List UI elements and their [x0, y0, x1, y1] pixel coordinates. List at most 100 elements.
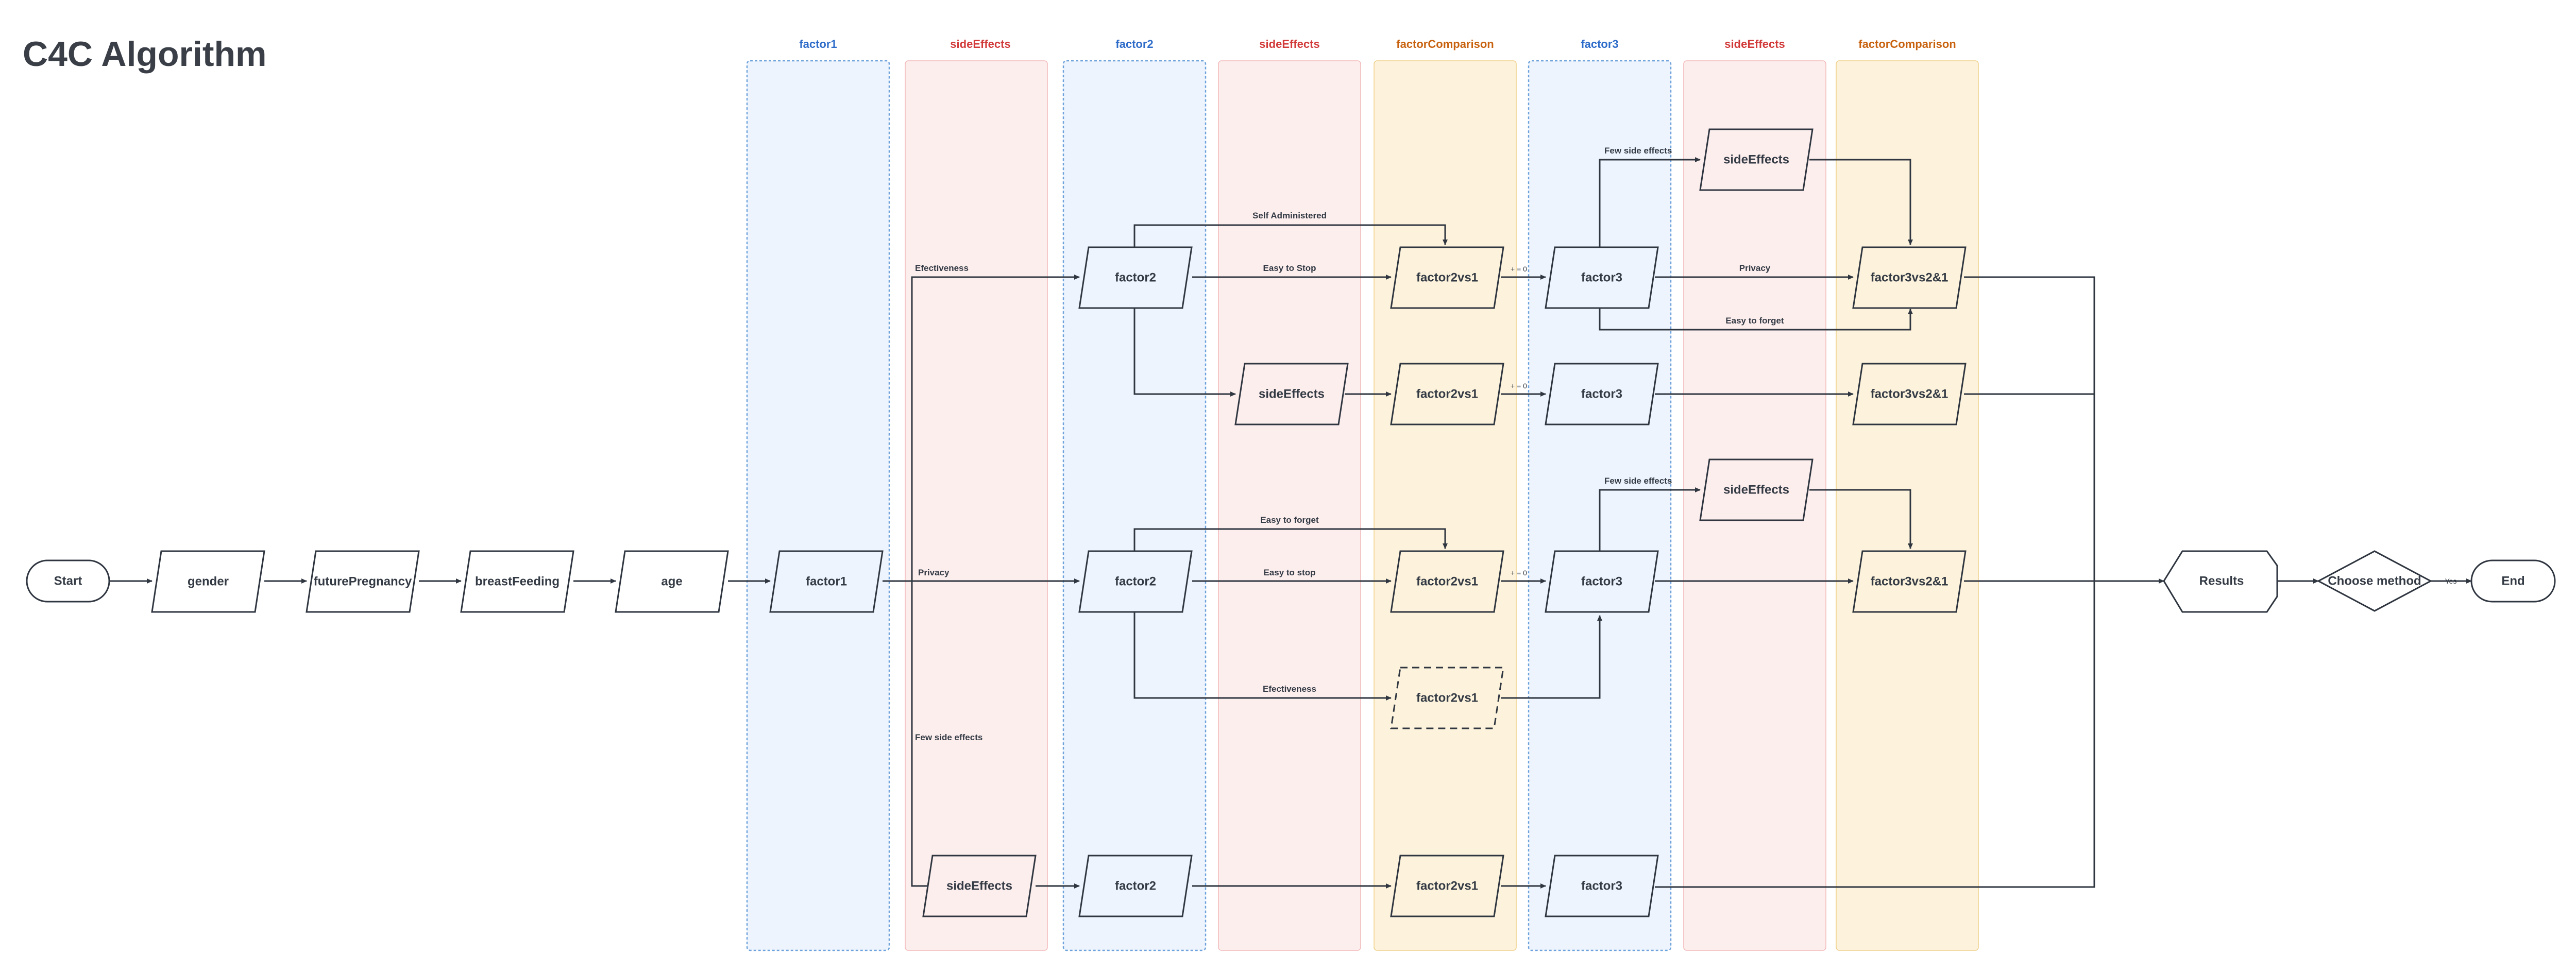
label-self-administered: Self Administered: [1252, 211, 1327, 220]
side-effects-label-d: sideEffects: [946, 879, 1012, 893]
edge-factor2-self-administered: [1133, 224, 1448, 260]
lane-title-factor-comparison-1: factorComparison: [1396, 38, 1494, 50]
factor3-label-d: factor3: [1581, 879, 1622, 893]
factor3vs21-node-a[interactable]: [1852, 246, 1967, 309]
side-effects-label-b: sideEffects: [1259, 387, 1325, 401]
factor3-node-a[interactable]: [1545, 246, 1659, 309]
factor1-node[interactable]: [769, 550, 884, 613]
future-pregnancy-label: futurePregnancy: [314, 575, 412, 589]
factor3-node-c[interactable]: [1545, 550, 1659, 613]
factor2vs1-label-b: factor2vs1: [1416, 387, 1478, 401]
lane-title-side-effects-2: sideEffects: [1259, 38, 1319, 50]
factor2vs1-label-a: factor2vs1: [1416, 271, 1478, 285]
lane-title-side-effects-3: sideEffects: [1724, 38, 1785, 50]
start-label: Start: [54, 574, 82, 588]
gender-node[interactable]: [151, 550, 265, 613]
side-effects-label-a: sideEffects: [1723, 153, 1789, 167]
factor2-node-b[interactable]: [1078, 550, 1193, 613]
edge-factor2-side-effects: [1133, 306, 1236, 397]
factor2-label-a: factor2: [1115, 271, 1156, 285]
factor1-label: factor1: [806, 575, 847, 589]
choose-method-decision[interactable]: [2316, 550, 2433, 612]
lane-title-factor2: factor2: [1115, 38, 1153, 50]
edge-factor2-easy-to-forget: [1133, 528, 1448, 554]
label-plus-equals-c: + = 0: [1511, 569, 1527, 577]
factor3vs21-label-a: factor3vs2&1: [1871, 271, 1948, 285]
future-pregnancy-node[interactable]: [306, 550, 420, 613]
edge-sideeffects-factor3vs21-a: [1809, 159, 1913, 245]
label-few-side-effects-a: Few side effects: [1604, 146, 1672, 156]
factor3-node-d[interactable]: [1545, 855, 1659, 917]
factor2vs1-node-d[interactable]: [1390, 855, 1504, 917]
lane-factor1: [746, 60, 890, 951]
factor3vs21-node-c[interactable]: [1852, 550, 1967, 613]
label-privacy-factor1: Privacy: [918, 568, 950, 577]
factor3-label-c: factor3: [1581, 575, 1622, 589]
factor3-label-b: factor3: [1581, 387, 1622, 401]
edge-factor3-few-side-effects-a: [1599, 157, 1701, 250]
label-easy-to-stop-lower: Easy to stop: [1263, 568, 1315, 577]
side-effects-node-c[interactable]: [1699, 458, 1814, 521]
factor3vs21-node-b[interactable]: [1852, 363, 1967, 425]
factor2-label-c: factor2: [1115, 879, 1156, 893]
side-effects-node-b[interactable]: [1234, 363, 1349, 425]
age-label: age: [661, 575, 682, 589]
label-yes: Yes: [2445, 577, 2457, 585]
edge-factor1-few-side-effects: [911, 581, 933, 889]
label-easy-to-stop-upper: Easy to Stop: [1263, 263, 1316, 273]
side-effects-node-d[interactable]: [922, 855, 1037, 917]
lane-factor2: [1062, 60, 1207, 951]
factor2vs1-node-c[interactable]: [1390, 550, 1504, 613]
edge-sideeffects-factor3vs21-c: [1809, 489, 1913, 549]
label-privacy-factor3: Privacy: [1739, 263, 1771, 273]
label-easy-to-forget-factor2: Easy to forget: [1260, 515, 1319, 525]
factor2-node-a[interactable]: [1078, 246, 1193, 309]
edge-factor2vs1-dashed-factor3: [1501, 615, 1602, 699]
label-easy-to-forget-factor3: Easy to forget: [1725, 316, 1784, 326]
lane-side-effects-2: [1218, 60, 1361, 951]
edge-factor1-effectiveness: [911, 275, 1080, 581]
factor3vs21-label-c: factor3vs2&1: [1871, 575, 1948, 589]
edge-merge-d: [1655, 581, 2095, 888]
label-effectiveness-upper: Efectiveness: [915, 263, 969, 273]
edge-merge-a: [1964, 276, 2095, 581]
lane-factor-comparison-2: [1836, 60, 1979, 951]
results-node[interactable]: [2163, 550, 2278, 613]
lane-side-effects-1: [905, 60, 1048, 951]
breast-feeding-node[interactable]: [460, 550, 574, 613]
lane-title-factor1: factor1: [799, 38, 837, 50]
label-effectiveness-lower: Efectiveness: [1263, 684, 1316, 694]
lane-title-factor-comparison-2: factorComparison: [1858, 38, 1956, 50]
factor3-label-a: factor3: [1581, 271, 1622, 285]
label-plus-equals-a: + = 0: [1511, 265, 1527, 273]
factor2vs1-label-d: factor2vs1: [1416, 879, 1478, 893]
results-label: Results: [2199, 574, 2244, 588]
breast-feeding-label: breastFeeding: [475, 575, 560, 589]
start-terminal[interactable]: [26, 559, 110, 603]
factor2-node-c[interactable]: [1078, 855, 1193, 917]
edge-factor2-effectiveness-lower: [1133, 610, 1392, 701]
edge-factor3-easy-to-forget: [1599, 305, 1913, 331]
factor2vs1-label-c: factor2vs1: [1416, 575, 1478, 589]
diagram-title: C4C Algorithm: [23, 35, 267, 74]
side-effects-node-a[interactable]: [1699, 128, 1814, 191]
label-few-side-effects-b: Few side effects: [1604, 476, 1672, 486]
label-few-side-effects-factor1: Few side effects: [915, 732, 982, 742]
factor3-node-b[interactable]: [1545, 363, 1659, 425]
factor2vs1-label-dashed: factor2vs1: [1416, 691, 1478, 705]
end-label: End: [2501, 574, 2524, 588]
age-node[interactable]: [615, 550, 729, 613]
factor2vs1-node-a[interactable]: [1390, 246, 1504, 309]
edge-factor3-few-side-effects-b: [1599, 487, 1701, 552]
gender-label: gender: [188, 575, 229, 589]
lane-factor-comparison-1: [1374, 60, 1517, 951]
end-terminal[interactable]: [2470, 559, 2556, 603]
lane-title-side-effects-1: sideEffects: [950, 38, 1010, 50]
factor2vs1-node-dashed[interactable]: [1390, 667, 1504, 729]
factor2-label-b: factor2: [1115, 575, 1156, 589]
label-plus-equals-b: + = 0: [1511, 382, 1527, 390]
factor2vs1-node-b[interactable]: [1390, 363, 1504, 425]
choose-method-label: Choose method: [2328, 574, 2421, 588]
lane-title-factor3: factor3: [1581, 38, 1618, 50]
